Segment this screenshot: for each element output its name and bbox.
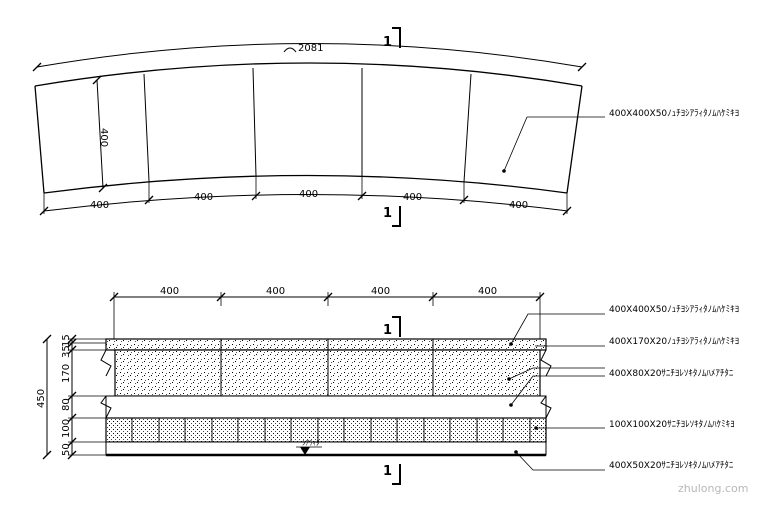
dim-tick xyxy=(42,334,52,344)
layer-dimension: 170 xyxy=(61,364,72,383)
layer-dimension: 100 xyxy=(61,419,72,438)
layer-dimension: 50 xyxy=(61,443,72,456)
section-mark-top: 1 xyxy=(383,323,392,338)
bottom-dimension: 400 xyxy=(509,200,528,211)
break-mark xyxy=(540,395,552,419)
section-cut-symbol xyxy=(392,27,401,48)
overall-dimension: 2081 xyxy=(298,43,323,54)
tile-hatch xyxy=(106,418,546,442)
dim-tick xyxy=(39,206,49,216)
dim-tick xyxy=(42,450,52,460)
material-callout: 400X400X50ﾉｭﾁﾖｼｱﾗｨﾀﾉﾑﾊｹﾐｷﾖ xyxy=(609,108,739,119)
watermark: zhulong.com xyxy=(678,482,748,495)
section-cut-symbol xyxy=(392,316,401,337)
paving-joint xyxy=(143,73,150,182)
arc-length-symbol xyxy=(283,47,297,53)
top-dimension: 400 xyxy=(266,286,285,297)
material-callout: 400X400X50ﾉｭﾁﾖｼｱﾗｨﾀﾉﾑﾊｹﾐｷﾖ xyxy=(609,304,739,315)
dim-tick xyxy=(144,195,154,205)
top-dimension: 400 xyxy=(160,286,179,297)
depth-dim-line xyxy=(96,79,104,189)
tile-joints xyxy=(131,418,531,442)
break-mark xyxy=(540,349,552,377)
bottom-dimension: 400 xyxy=(194,192,213,203)
layer-dimension: 15 xyxy=(61,334,72,347)
level-label: ｼｱﾗｨﾀ xyxy=(302,439,320,447)
bottom-dimension: 400 xyxy=(299,189,318,200)
dim-tick xyxy=(32,62,42,72)
leader-lines xyxy=(508,313,605,471)
leader-dots xyxy=(507,342,538,454)
paving-inner-edge xyxy=(43,174,568,194)
dim-tick xyxy=(428,292,438,302)
layer-dim-ticks xyxy=(67,334,77,460)
dim-tick xyxy=(562,206,572,216)
material-callout: 400X50X20ｻﾆﾁﾖﾚｿｷﾀﾉﾑﾊﾒｱﾁﾀﾆ xyxy=(609,460,734,471)
section-mark-bottom: 1 xyxy=(383,206,392,221)
material-callout: 100X100X20ｻﾆﾁﾖﾚｿｷﾀﾉﾑﾊｹﾐｷﾖ xyxy=(609,419,735,430)
top-dimension: 400 xyxy=(478,286,497,297)
top-dimension: 400 xyxy=(371,286,390,297)
layer-dimension: 35 xyxy=(61,345,72,358)
material-callout: 400X170X20ﾉｭﾁﾖｼｱﾗｨﾀﾉﾑﾊｹﾐｷﾖ xyxy=(609,336,739,347)
section-mark-top: 1 xyxy=(383,35,392,50)
dim-tick xyxy=(251,191,261,201)
bottom-dimension: 400 xyxy=(403,192,422,203)
dim-tick xyxy=(216,292,226,302)
dim-tick xyxy=(577,62,587,72)
leader-dot xyxy=(502,169,506,173)
mortar-bed xyxy=(105,395,547,419)
paving-end xyxy=(34,85,45,194)
break-mark xyxy=(100,395,112,419)
dim-tick xyxy=(92,75,102,85)
section-cut-symbol xyxy=(392,464,401,485)
section-cut-symbol xyxy=(392,206,401,227)
layer-extension-lines xyxy=(68,338,115,456)
level-marker xyxy=(300,447,310,455)
overall-dim-line xyxy=(36,43,583,68)
bottom-dim-line xyxy=(43,194,569,212)
dim-tick xyxy=(535,292,545,302)
plan-view: 2081 400 400 400 400 400 400 xyxy=(32,27,739,227)
dim-tick xyxy=(357,191,367,201)
section-view: 400 400 400 400 xyxy=(36,286,739,485)
layer-dimension: 80 xyxy=(61,398,72,411)
dim-tick xyxy=(459,195,469,205)
material-callout: 400X80X20ｻﾆﾁﾖﾚｿｷﾀﾉﾑﾊﾒｱﾁﾀﾆ xyxy=(609,368,734,379)
overall-height: 450 xyxy=(36,389,47,408)
dim-tick xyxy=(98,183,108,193)
paving-end xyxy=(566,85,583,194)
bottom-dimension: 400 xyxy=(90,200,109,211)
base-layer xyxy=(105,441,547,456)
dim-tick xyxy=(323,292,333,302)
section-mark-bottom: 1 xyxy=(383,464,392,479)
paving-outer-edge xyxy=(34,62,583,87)
paving-joint xyxy=(463,73,472,183)
slab-hatch xyxy=(106,339,546,350)
depth-dimension: 400 xyxy=(98,128,109,147)
break-mark xyxy=(100,349,112,377)
paving-joint xyxy=(252,67,257,177)
dim-tick xyxy=(109,292,119,302)
leader-line xyxy=(503,116,528,172)
